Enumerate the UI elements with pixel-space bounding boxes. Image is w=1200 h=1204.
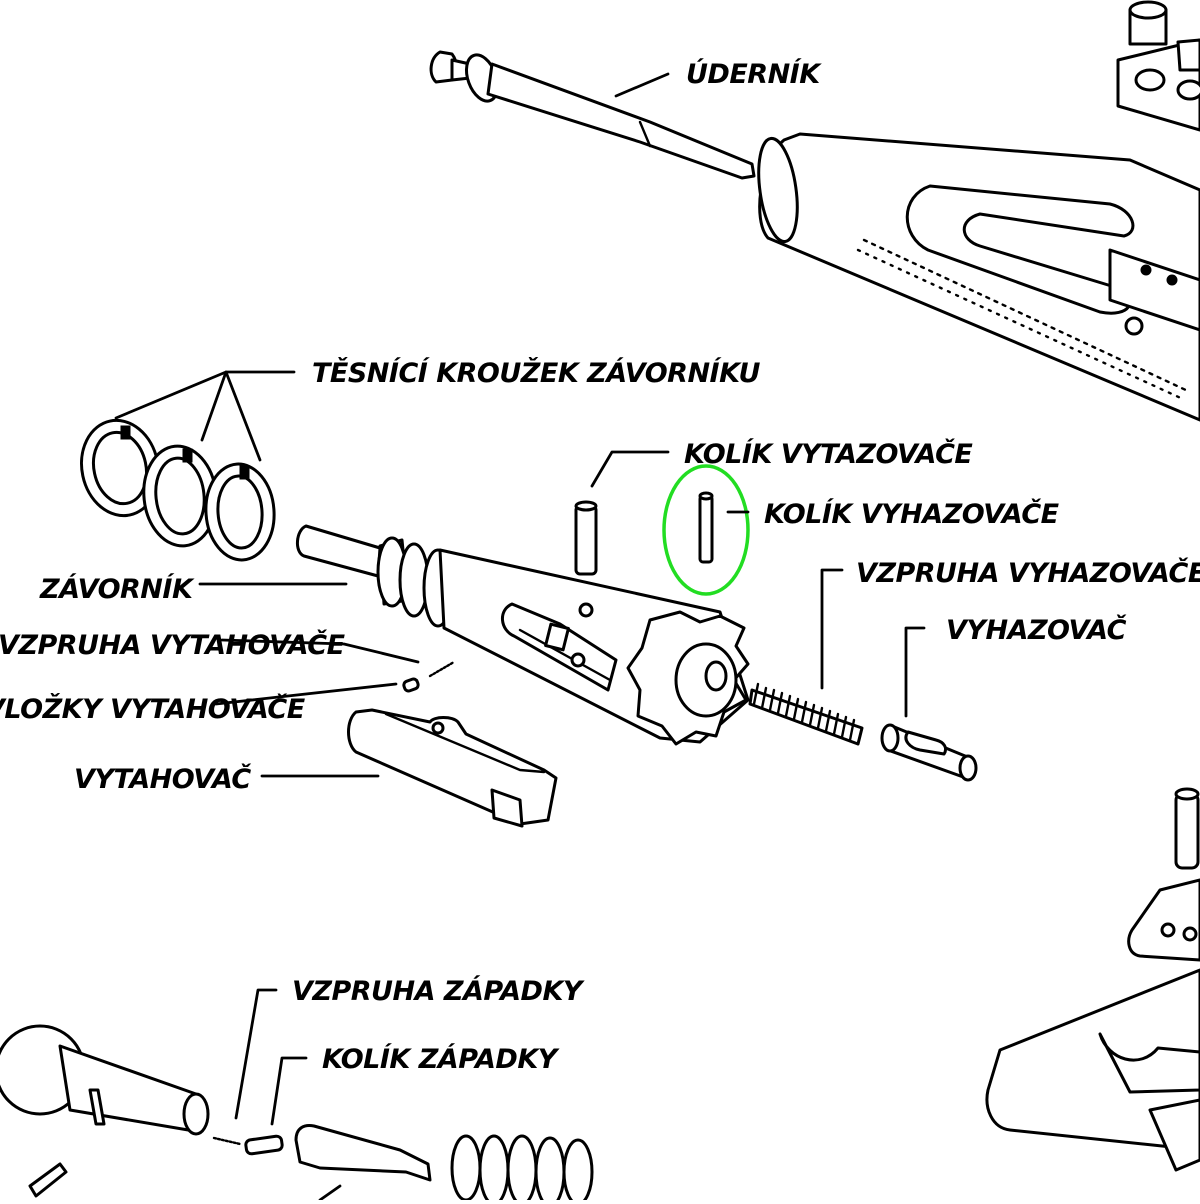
extractor-insert-label: VLOŽKY VYTAHOVAČE xyxy=(0,693,306,725)
extractor-spring-label: VZPRUHA VYTAHOVAČE xyxy=(0,629,346,661)
ejector-spring-label: VZPRUHA VYHAZOVAČE xyxy=(856,557,1200,589)
gas-rings-leader xyxy=(114,370,296,462)
firing-pin-leader xyxy=(614,72,670,98)
ejector-leader xyxy=(904,626,926,718)
extractor-pin-part xyxy=(574,500,598,576)
catch-spring-label: VZPRUHA ZÁPADKY xyxy=(292,975,585,1007)
ejector-pin-part xyxy=(698,491,714,564)
firing-pin-label: ÚDERNÍK xyxy=(686,58,822,90)
trigger-assembly-part xyxy=(985,787,1200,1172)
catch-pin-label: KOLÍK ZÁPADKY xyxy=(322,1043,560,1075)
buffer-spring-part xyxy=(450,1134,594,1204)
extractor-part xyxy=(347,708,558,828)
gas-rings-label: TĚSNÍCÍ KROUŽEK ZÁVORNÍKU xyxy=(312,357,761,389)
extractor-label: VYTAHOVAČ xyxy=(74,763,251,795)
catch-pin-leader xyxy=(270,1056,308,1126)
extractor-spring-part xyxy=(428,660,456,678)
extractor-pin-label: KOLÍK VYTAZOVAČE xyxy=(684,438,973,470)
ejector-spring-leader xyxy=(820,568,844,690)
catch-spring-leader xyxy=(234,988,278,1120)
extractor-spring-leader xyxy=(220,638,420,664)
extractor-pin-leader xyxy=(590,450,670,488)
bolt-part xyxy=(296,524,750,746)
firing-pin-part xyxy=(429,50,756,180)
extractor-insert-leader xyxy=(214,682,398,706)
ejector-pin-label: KOLÍK VYHAZOVAČE xyxy=(764,498,1060,530)
bolt-label: ZÁVORNÍK xyxy=(39,573,195,605)
extractor-insert-part xyxy=(402,677,420,693)
ejector-spring-part xyxy=(748,682,864,746)
bolt-catch-assembly-part xyxy=(0,1024,432,1198)
ejector-part xyxy=(880,723,978,782)
gas-rings-part xyxy=(80,418,276,562)
bolt-carrier-part xyxy=(757,0,1200,422)
bottom-leader xyxy=(318,1184,342,1202)
ejector-label: VYHAZOVAČ xyxy=(946,614,1127,646)
ejector-pin-highlight-circle xyxy=(662,464,750,596)
